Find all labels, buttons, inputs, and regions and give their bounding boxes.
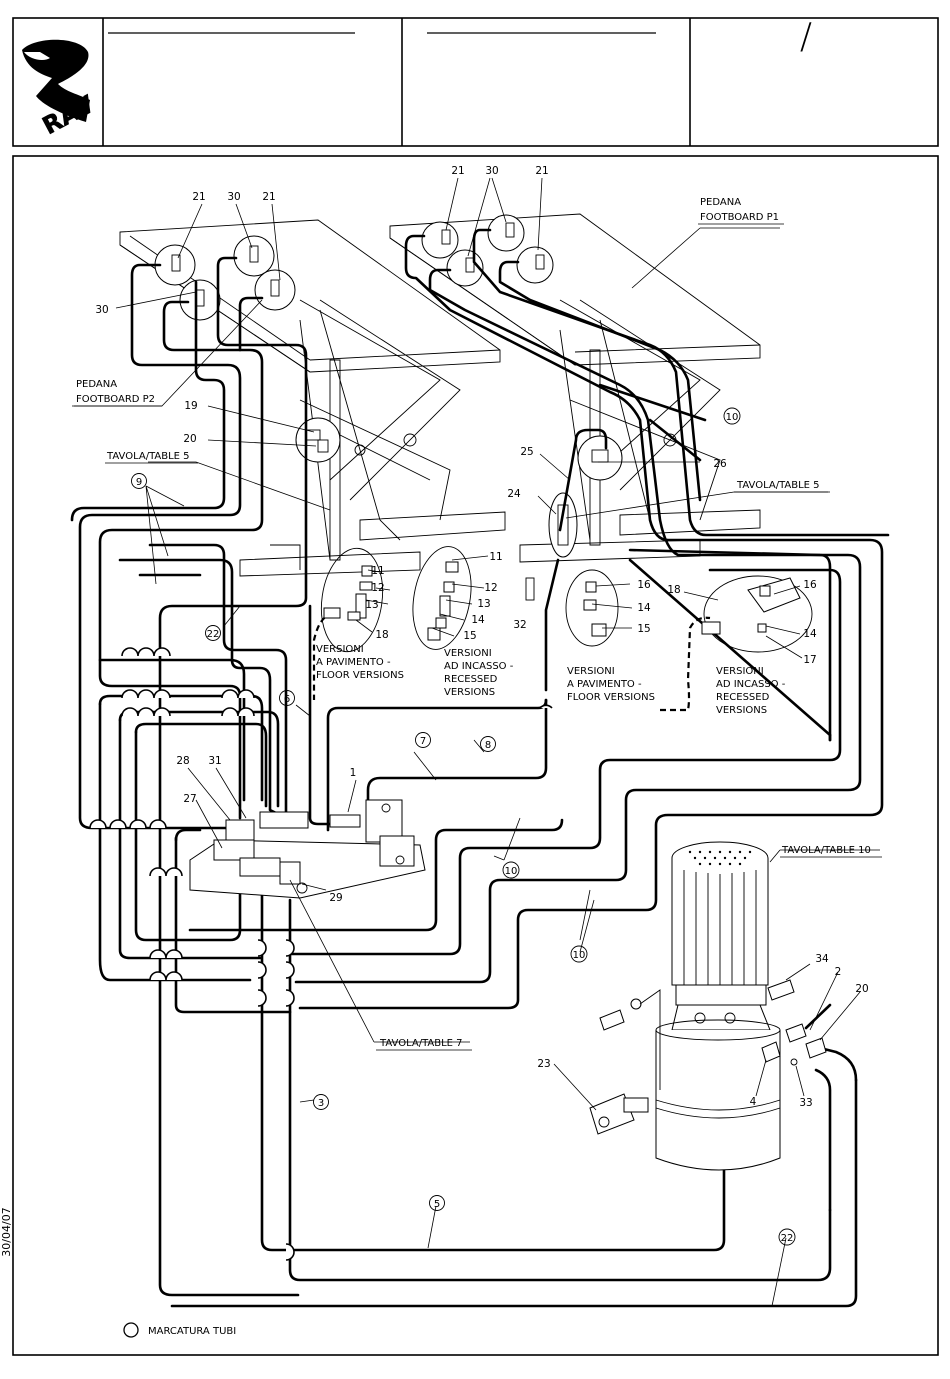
part-label-16: 16	[637, 579, 651, 591]
part-label-21: 21	[262, 191, 275, 203]
part-label-18: 18	[667, 584, 680, 596]
pipe-marker-9: 9	[136, 477, 142, 488]
part-label-4: 4	[750, 1096, 757, 1108]
pipe-marker-3: 3	[318, 1098, 324, 1109]
part-number-labels: 21 30 21 30 21 30 21 19 20 25 26 24 11 1…	[95, 165, 868, 1109]
part-label-25: 25	[520, 446, 533, 458]
part-label-14: 14	[803, 628, 817, 640]
recessed-right-2: AD INCASSO -	[716, 679, 786, 690]
part-label-12: 12	[371, 582, 384, 594]
floor-versions-left-1: VERSIONI	[316, 644, 364, 655]
table5-left-ref: TAVOLA/TABLE 5	[106, 451, 190, 462]
part-label-30: 30	[227, 191, 240, 203]
part-label-15: 15	[637, 623, 650, 635]
part-label-11: 11	[371, 565, 384, 577]
footboard-p2-line2: FOOTBOARD P2	[76, 394, 155, 405]
pipe-crossovers	[89, 647, 553, 1261]
part-label-21: 21	[451, 165, 464, 177]
pipe-marker-22: 22	[781, 1233, 794, 1244]
floor-versions-right-3: FLOOR VERSIONS	[567, 692, 655, 703]
floor-versions-right-1: VERSIONI	[567, 666, 615, 677]
part-label-14: 14	[471, 614, 485, 626]
part-label-12: 12	[484, 582, 497, 594]
leader-lines	[72, 177, 880, 1307]
footboard-p1-line1: PEDANA	[700, 197, 741, 208]
inset-recessed-right	[701, 575, 813, 653]
part-label-33: 33	[799, 1097, 812, 1109]
legend-text: MARCATURA TUBI	[148, 1326, 236, 1337]
company-logo: RAV	[22, 39, 99, 141]
recessed-left-1: VERSIONI	[444, 648, 492, 659]
reference-underlines	[74, 223, 882, 1051]
part-label-24: 24	[507, 488, 521, 500]
part-label-14: 14	[637, 602, 651, 614]
pipe-marker-22: 22	[207, 629, 220, 640]
drawing-frame	[12, 155, 939, 1356]
part-label-20: 20	[183, 433, 196, 445]
pipe-marker-10: 10	[573, 950, 586, 961]
pipe-marker-6: 6	[284, 694, 290, 705]
part-label-21: 21	[535, 165, 548, 177]
pipe-marker-5: 5	[434, 1199, 440, 1210]
recessed-right-4: VERSIONS	[716, 705, 767, 716]
part-label-20: 20	[855, 983, 868, 995]
part-label-19: 19	[184, 400, 197, 412]
inset-floor-right	[565, 569, 619, 647]
part-label-30: 30	[485, 165, 498, 177]
pipe-marker-7: 7	[420, 736, 426, 747]
part-label-27: 27	[183, 793, 196, 805]
recessed-right-1: VERSIONI	[716, 666, 764, 677]
pipe-marker-10: 10	[505, 866, 518, 877]
part-label-34: 34	[815, 953, 829, 965]
table7-ref: TAVOLA/TABLE 7	[379, 1038, 463, 1049]
inset-recessed-left	[412, 546, 472, 650]
part-label-2: 2	[835, 966, 842, 978]
part-label-31: 31	[208, 755, 221, 767]
part-32-pin	[525, 577, 535, 601]
reference-labels: PEDANA FOOTBOARD P1 PEDANA FOOTBOARD P2 …	[76, 197, 871, 1049]
pipe-marker-10: 10	[726, 412, 739, 423]
title-block: /	[12, 16, 939, 147]
table5-right-ref: TAVOLA/TABLE 5	[736, 480, 820, 491]
lift-platform-p1	[389, 213, 761, 601]
lift-platform-p2	[119, 219, 506, 577]
recessed-left-3: RECESSED	[444, 674, 498, 685]
revision-slash: /	[800, 16, 812, 57]
recessed-right-3: RECESSED	[716, 692, 770, 703]
dashed-pipe-right	[660, 616, 711, 712]
recessed-left-4: VERSIONS	[444, 687, 495, 698]
part-label-29: 29	[329, 892, 342, 904]
legend-marker-circle	[123, 1322, 139, 1338]
part-label-1: 1	[350, 767, 357, 779]
sheet-date: 30/04/07	[0, 1207, 13, 1256]
footboard-p2-line1: PEDANA	[76, 379, 117, 390]
recessed-left-2: AD INCASSO -	[444, 661, 514, 672]
part-label-13: 13	[477, 598, 490, 610]
part-label-21: 21	[192, 191, 205, 203]
part-label-18: 18	[375, 629, 388, 641]
part-label-23: 23	[537, 1058, 550, 1070]
part-label-26: 26	[713, 458, 727, 470]
part-label-13: 13	[365, 599, 378, 611]
floor-versions-left-2: A PAVIMENTO -	[316, 657, 391, 668]
part-label-17: 17	[803, 654, 816, 666]
table10-ref: TAVOLA/TABLE 10	[781, 845, 871, 856]
legend: MARCATURA TUBI	[123, 1322, 236, 1338]
pipe-marker-8: 8	[485, 740, 491, 751]
valve-assembly	[189, 799, 426, 899]
part-label-28: 28	[176, 755, 189, 767]
part-label-16: 16	[803, 579, 817, 591]
footboard-p1-line2: FOOTBOARD P1	[700, 212, 779, 223]
floor-versions-right-2: A PAVIMENTO -	[567, 679, 642, 690]
part-label-11: 11	[489, 551, 502, 563]
part-label-15: 15	[463, 630, 476, 642]
pipe-markers: 9 22 6 7 8 10 10 10 3 5 22	[131, 407, 796, 1246]
floor-versions-left-3: FLOOR VERSIONS	[316, 670, 404, 681]
part-label-30: 30	[95, 304, 108, 316]
part-label-32: 32	[513, 619, 526, 631]
power-unit	[589, 841, 827, 1171]
